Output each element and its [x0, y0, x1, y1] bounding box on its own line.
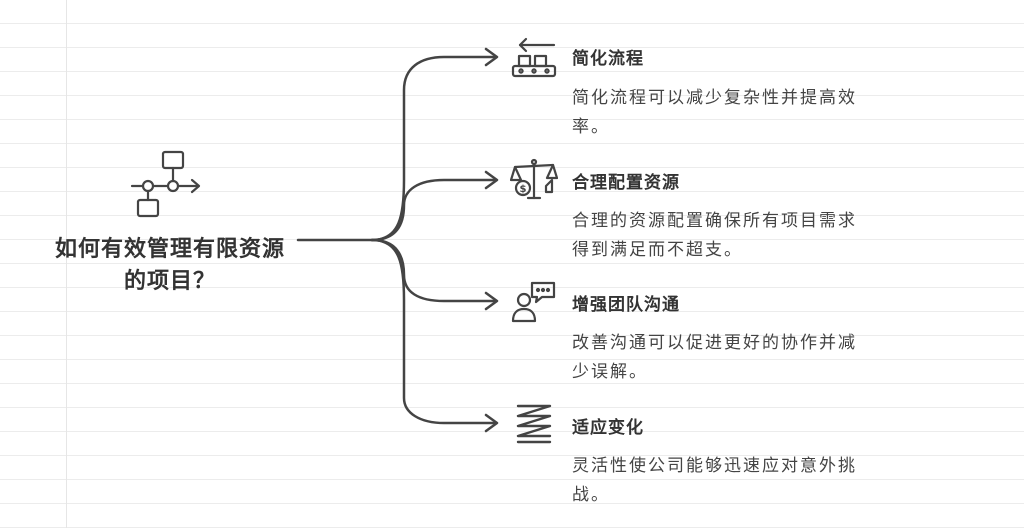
branch-3-description: 改善沟通可以促进更好的协作并减少误解。 [572, 333, 857, 382]
central-topic-title: 如何有效管理有限资源的项目？ [54, 237, 285, 294]
branch-4-title: 适应变化 [572, 418, 644, 438]
branch-1-title: 简化流程 [572, 49, 644, 69]
spring-icon [516, 404, 552, 444]
connector-branch-1 [370, 55, 498, 242]
arrowhead-4 [484, 413, 499, 433]
arrowhead-1 [484, 47, 499, 67]
branch-4-description: 灵活性使公司能够迅速应对意外挑战。 [572, 456, 857, 505]
connector-branch-4 [370, 238, 498, 425]
connector-branch-3 [370, 238, 498, 303]
balance-scale-icon: $ [510, 158, 558, 200]
arrowhead-2 [484, 170, 499, 190]
branch-3-title: 增强团队沟通 [572, 295, 680, 315]
branch-1-description: 简化流程可以减少复杂性并提高效率。 [572, 88, 857, 137]
svg-text:$: $ [520, 184, 527, 195]
connector-branch-2 [370, 178, 498, 242]
workflow-icon [130, 150, 201, 218]
branch-2-title: 合理配置资源 [572, 173, 680, 193]
arrowhead-3 [484, 291, 499, 311]
person-chat-icon [511, 281, 556, 323]
branch-2-description: 合理的资源配置确保所有项目需求得到满足而不超支。 [572, 211, 857, 260]
conveyor-belt-icon [511, 37, 557, 78]
